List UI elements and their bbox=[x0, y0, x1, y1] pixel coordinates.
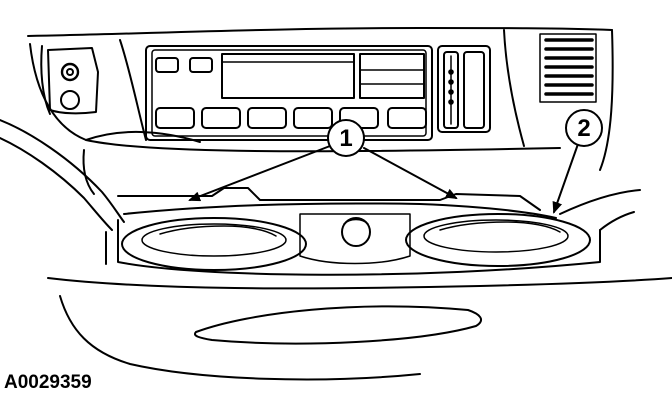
callout-2-label: 2 bbox=[577, 115, 590, 142]
callout-1-arrow-right bbox=[363, 147, 458, 199]
radio-button-small-1 bbox=[155, 57, 179, 73]
air-vent bbox=[539, 33, 597, 103]
radio-button-small-2 bbox=[189, 57, 213, 73]
left-knob-housing bbox=[40, 45, 99, 115]
figure-id: A0029359 bbox=[4, 372, 92, 393]
preset-button-4 bbox=[293, 107, 333, 129]
preset-button-1 bbox=[155, 107, 195, 129]
preset-button-6 bbox=[387, 107, 427, 129]
preset-button-2 bbox=[201, 107, 241, 129]
callout-arrows bbox=[188, 143, 579, 214]
callout-2-arrow bbox=[552, 143, 579, 214]
callout-2-circle bbox=[565, 109, 603, 147]
center-knob-icon bbox=[341, 217, 371, 247]
lower-dashboard bbox=[47, 277, 672, 381]
cup-holder-tray bbox=[105, 187, 641, 276]
cup-holder-right bbox=[405, 213, 591, 267]
preset-button-3 bbox=[247, 107, 287, 129]
cup-holder-left bbox=[121, 217, 307, 271]
knob-icon bbox=[60, 90, 80, 110]
callout-1-circle bbox=[327, 119, 365, 157]
right-trim bbox=[503, 29, 614, 171]
callout-1-label: 1 bbox=[339, 125, 352, 152]
callout-1-arrow-left bbox=[188, 145, 331, 202]
radio-display bbox=[221, 53, 355, 99]
climate-control-panel bbox=[437, 45, 491, 133]
radio-unit bbox=[119, 39, 433, 141]
